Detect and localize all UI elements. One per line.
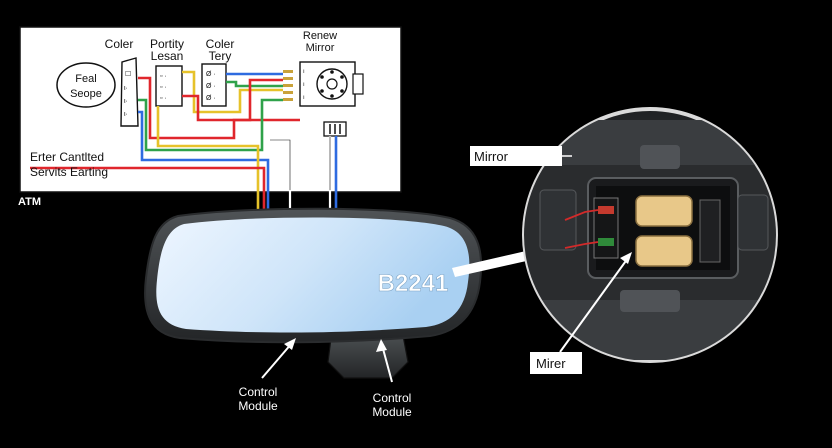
wiring-harness (30, 70, 338, 212)
control-module-1-line1: Control (239, 385, 278, 399)
svg-text:▫ ·: ▫ · (160, 84, 167, 91)
servits-label: Servits Earting (30, 165, 108, 179)
connector-pins (283, 70, 293, 101)
portity-label: Portity (150, 37, 184, 51)
svg-text:Ø ·: Ø · (206, 95, 216, 102)
terminal-block (323, 121, 347, 137)
erter-label: Erter Cantlted (30, 150, 104, 164)
feal-label: Feal (75, 73, 96, 85)
coler-tery-component: Ø · Ø · Ø · (201, 63, 227, 107)
atm-label: ATM (18, 196, 41, 208)
svg-text:ı: ı (303, 95, 305, 101)
schematic-panel (19, 26, 402, 193)
control-module-arrow-2 (381, 344, 393, 383)
feal-seope-oval (56, 62, 116, 108)
mirer-arrowhead (620, 252, 632, 264)
wire-yellow (182, 70, 283, 114)
coler-label-1: Coler (105, 37, 134, 51)
inset-circle (522, 107, 778, 363)
svg-text:ι·: ι· (124, 98, 128, 105)
mirror-label-box (470, 146, 562, 166)
wire-green (226, 80, 283, 88)
wire-green-long (138, 98, 283, 152)
wire-red-2 (182, 78, 283, 122)
wire-red-long (30, 166, 266, 212)
wire-blue-long (138, 110, 270, 212)
arrowhead-1 (284, 338, 296, 350)
mirer-label-box (530, 352, 582, 374)
svg-text:ı: ı (303, 69, 305, 75)
control-module-1-line2: Module (238, 399, 278, 413)
upper-chip (635, 195, 693, 227)
control-module-2-line2: Module (372, 405, 412, 419)
mirror-label: Mirror (474, 149, 509, 164)
mirer-label: Mirer (536, 356, 566, 371)
rear-view-mirror (144, 207, 483, 379)
svg-text:▫ ·: ▫ · (160, 73, 167, 80)
mirer-pointer (559, 257, 629, 353)
mirror-top-label: Mirror (306, 42, 335, 54)
svg-text:Ø ·: Ø · (206, 71, 216, 78)
lower-chip (635, 235, 693, 267)
coler-label-2: Coler (206, 37, 235, 51)
seope-label: Seope (70, 88, 102, 100)
svg-text:ι·: ι· (124, 85, 128, 92)
lesan-label: Lesan (151, 49, 184, 63)
arrowhead-2 (376, 339, 387, 352)
svg-text:ι·: ι· (124, 111, 128, 118)
b2241-code: B2241 (378, 270, 449, 297)
svg-text:☐: ☐ (125, 70, 131, 78)
svg-text:ı: ı (303, 82, 305, 88)
control-module-2-line1: Control (373, 391, 412, 405)
portity-lesan-component: ▫ · ▫ · ▫ · (155, 65, 183, 107)
tery-label: Tery (209, 49, 232, 63)
mirror-glass (156, 217, 470, 333)
renew-label: Renew (303, 30, 337, 42)
renew-mirror-connector: ı ı ı (299, 61, 364, 107)
svg-text:▫ ·: ▫ · (160, 95, 167, 102)
svg-text:Ø ·: Ø · (206, 83, 216, 90)
coler-component: ☐ ι· ι· ι· (120, 57, 139, 127)
wire-white-outline (270, 139, 291, 190)
wire-yellow-long (156, 106, 260, 212)
control-module-arrow-1 (261, 342, 293, 379)
